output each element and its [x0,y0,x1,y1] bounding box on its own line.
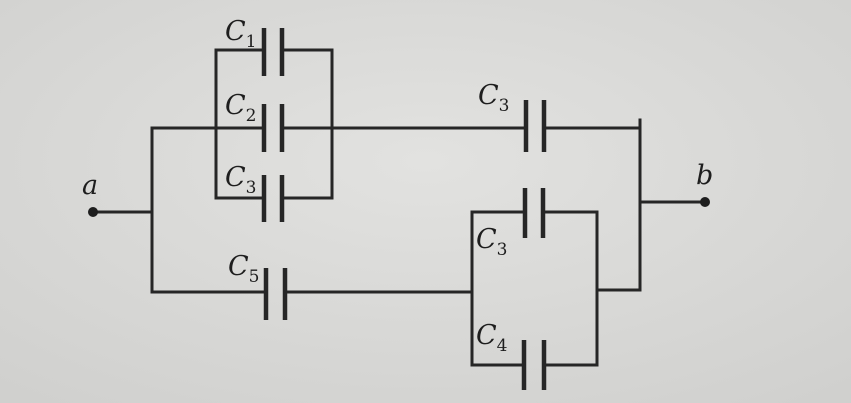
terminal-a-label: a [82,170,98,201]
wires [91,48,707,367]
label-c2: C2 [225,90,257,126]
label-c3-lower-right: C3 [476,224,508,260]
capacitor-c2 [261,104,285,152]
label-c1: C1 [225,16,257,52]
label-c3-left: C3 [225,162,257,198]
capacitor-c3-lower-right [522,188,546,238]
label-c5: C5 [228,251,260,287]
terminal-a-dot [88,207,98,217]
capacitor-c1 [261,28,285,76]
capacitor-c4 [521,340,547,390]
label-c4: C4 [476,320,508,356]
capacitor-c5 [263,268,288,320]
terminal-b-label: b [696,160,713,191]
capacitor-c3-top-right [523,100,547,152]
terminal-b-dot [700,197,710,207]
label-c3-top-right: C3 [478,80,510,116]
capacitor-c3-left [261,175,285,222]
